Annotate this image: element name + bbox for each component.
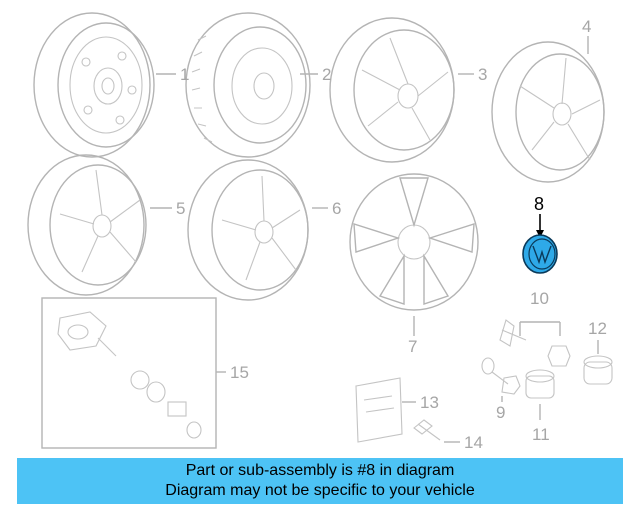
part-10-bolts[interactable] [499, 319, 571, 367]
part-2-spare-tire[interactable] [185, 12, 318, 158]
part-7-wheel[interactable] [349, 173, 479, 336]
callout-5: 5 [176, 199, 185, 218]
info-banner: Part or sub-assembly is #8 in diagram Di… [17, 458, 623, 504]
callout-2: 2 [322, 65, 331, 84]
part-4-alloy-wheel[interactable] [491, 36, 605, 183]
banner-line-disclaimer: Diagram may not be specific to your vehi… [165, 482, 475, 499]
callout-7: 7 [408, 337, 417, 356]
part-12-cap[interactable] [583, 340, 613, 385]
callout-4: 4 [582, 17, 591, 36]
callout-8: 8 [534, 194, 544, 214]
part-15-tpms-kit[interactable] [41, 297, 226, 449]
part-3-alloy-wheel[interactable] [329, 17, 474, 163]
part-5-alloy-wheel[interactable] [27, 154, 172, 296]
part-1-steel-wheel[interactable] [33, 12, 176, 158]
part-6-alloy-wheel[interactable] [187, 159, 328, 301]
callout-12: 12 [588, 319, 607, 338]
part-13-label[interactable] [355, 377, 416, 443]
callout-9: 9 [496, 403, 505, 422]
callout-11: 11 [532, 425, 550, 444]
part-14-valve[interactable] [413, 419, 460, 443]
callout-14: 14 [464, 433, 483, 452]
callout-13: 13 [420, 393, 439, 412]
part-11-nut[interactable] [525, 369, 555, 420]
callout-15: 15 [230, 363, 249, 382]
callout-6: 6 [332, 199, 341, 218]
part-9-bolt[interactable] [481, 357, 521, 402]
callout-3: 3 [478, 65, 487, 84]
banner-line-part: Part or sub-assembly is #8 in diagram [185, 462, 455, 479]
callout-10: 10 [530, 289, 549, 308]
part-8-center-cap[interactable] [522, 214, 558, 274]
callout-1: 1 [180, 65, 189, 84]
